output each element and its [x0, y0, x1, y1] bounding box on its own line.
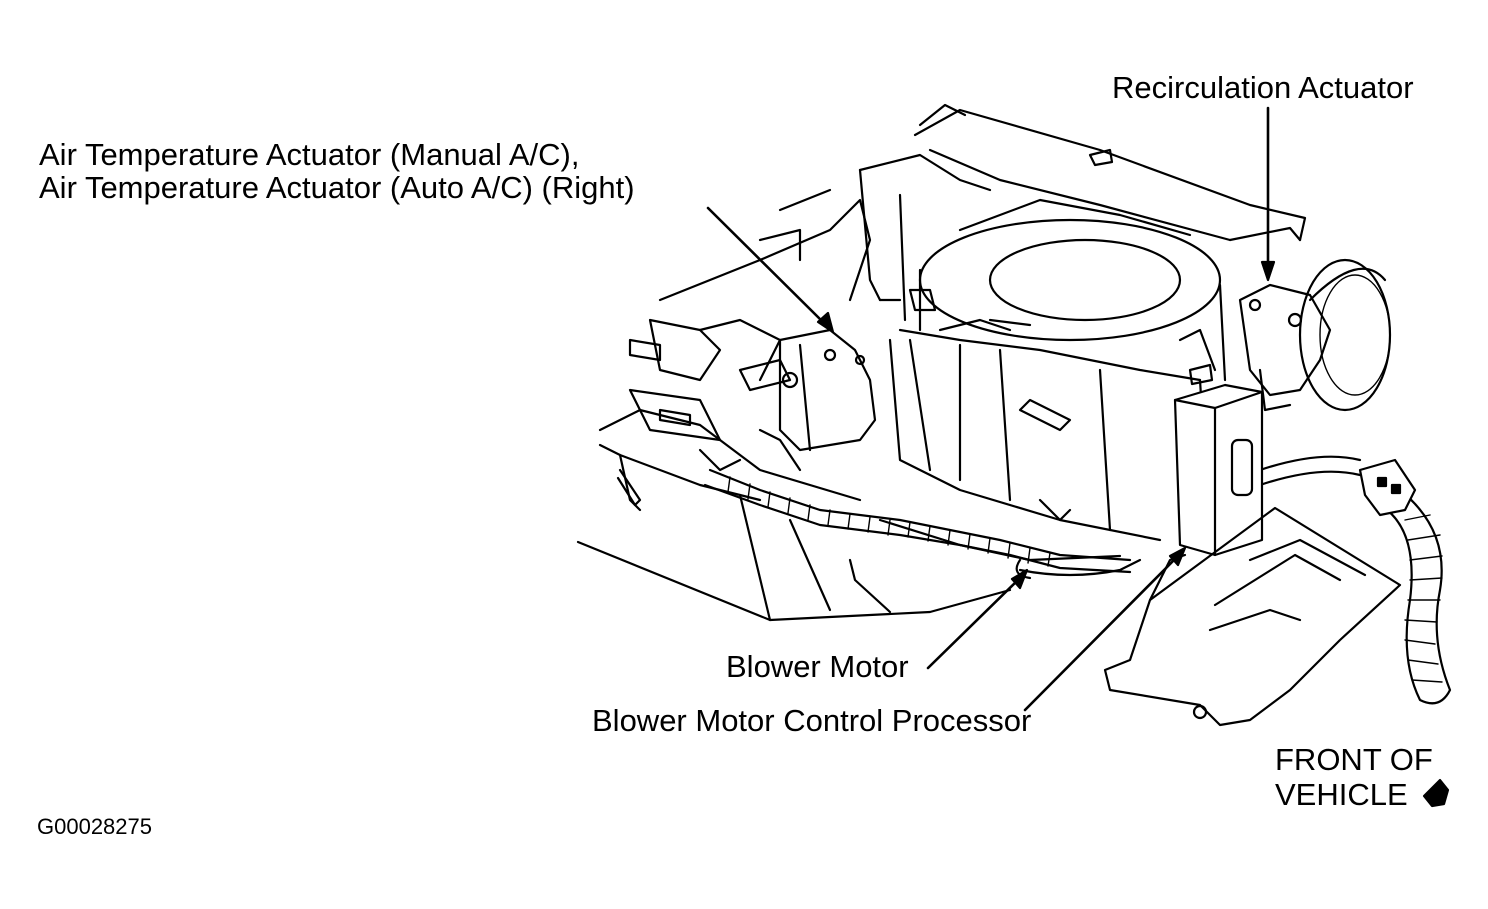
air-temperature-actuator-shape — [738, 328, 877, 472]
processor-arrowhead — [1168, 546, 1187, 567]
mounting-bracket — [1103, 506, 1402, 727]
blower-motor-control-processor-shape — [1173, 363, 1264, 557]
blower-motor-label: Blower Motor — [726, 649, 909, 684]
figure-id: G00028275 — [37, 814, 152, 839]
direction-arrow-icon — [1422, 778, 1450, 808]
recirculation-actuator-shape — [1238, 258, 1392, 412]
recirc-arrowhead — [1260, 260, 1276, 282]
wiring-harness — [703, 455, 1452, 705]
front-of-vehicle-label-line1: FRONT OF — [1275, 742, 1433, 777]
air-temperature-actuator-label-line1: Air Temperature Actuator (Manual A/C), — [39, 137, 580, 172]
recirculation-actuator-label: Recirculation Actuator — [1112, 70, 1414, 105]
blower-housing — [878, 218, 1227, 542]
electrical-connector — [1358, 458, 1417, 517]
blower-motor-control-processor-label: Blower Motor Control Processor — [592, 703, 1032, 738]
upper-duct — [858, 103, 1307, 322]
leader-lines — [706, 106, 1276, 712]
air-temperature-actuator-label-line2: Air Temperature Actuator (Auto A/C) (Rig… — [39, 170, 635, 205]
air-temp-arrowhead — [816, 311, 835, 334]
front-of-vehicle-label-line2: VEHICLE — [1275, 777, 1408, 812]
air-temp-leader — [706, 206, 828, 327]
blower-motor-leader — [926, 576, 1022, 670]
blower-motor-arrowhead — [1010, 568, 1029, 590]
processor-leader — [1023, 554, 1180, 712]
